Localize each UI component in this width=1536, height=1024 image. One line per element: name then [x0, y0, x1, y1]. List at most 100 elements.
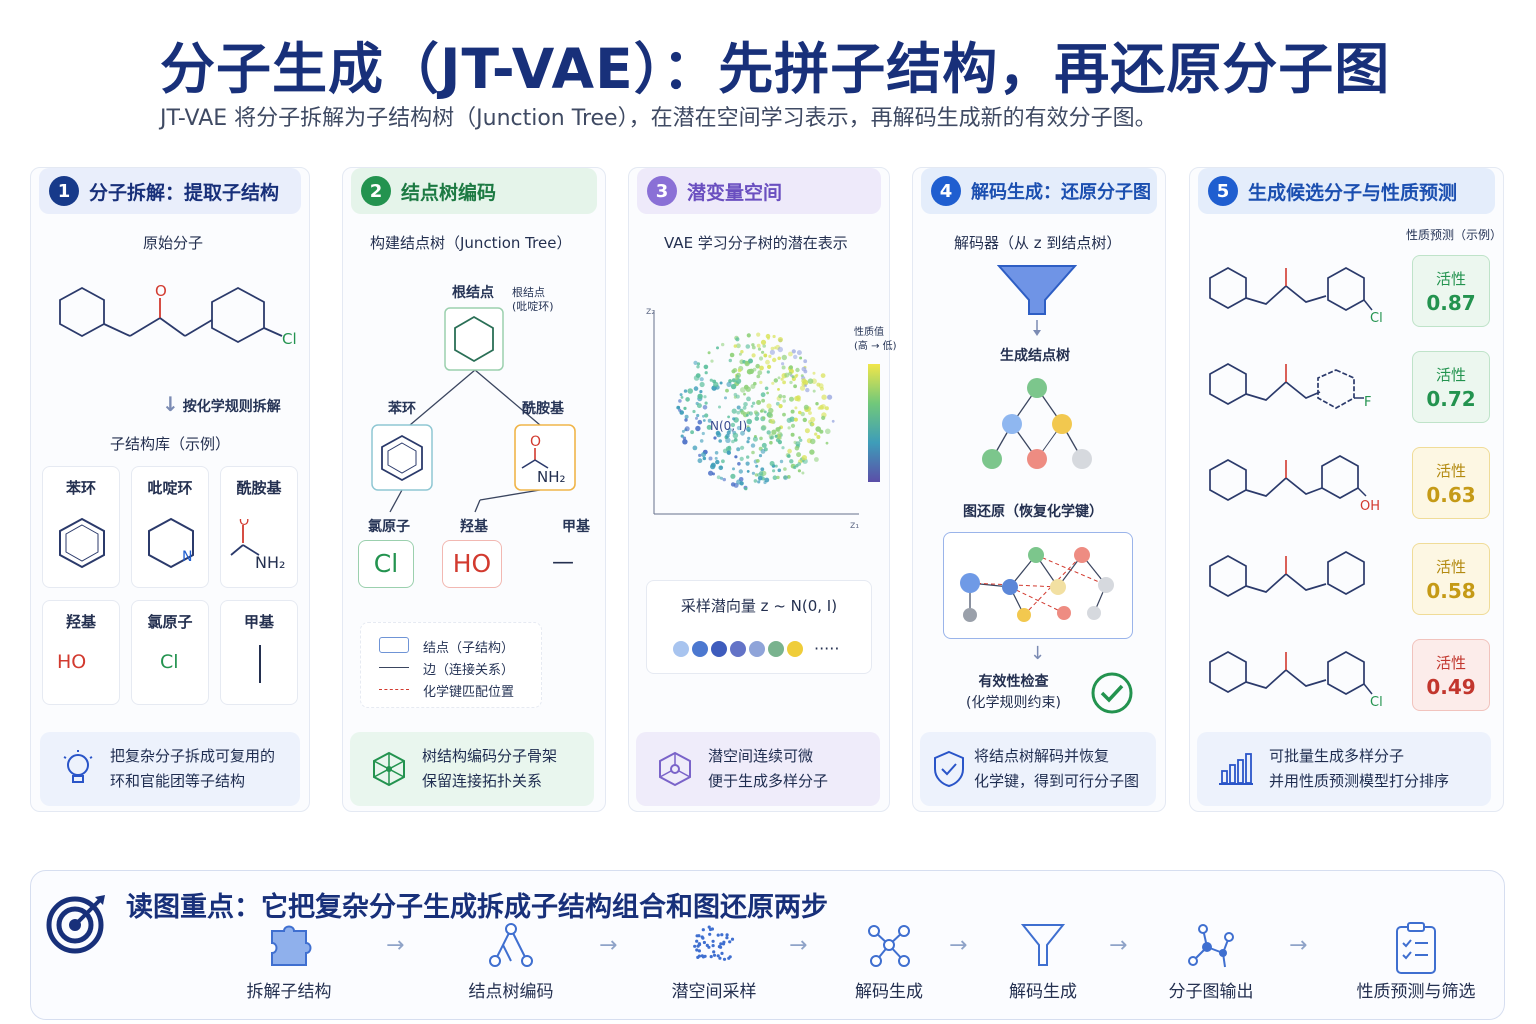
- latent-point: [761, 350, 765, 354]
- latent-point: [719, 381, 723, 385]
- latent-point: [736, 410, 740, 415]
- cloud-dot: [710, 927, 714, 931]
- latent-point: [692, 409, 696, 414]
- latent-point: [804, 384, 807, 388]
- latent-point: [746, 418, 752, 425]
- latent-point: [697, 458, 703, 464]
- latent-point: [796, 395, 801, 401]
- decoder-label: 解码器（从 z 到结点树）: [954, 234, 1122, 252]
- latent-point: [760, 339, 767, 345]
- latent-point: [801, 455, 807, 461]
- junction-tree-diagram: O NH₂: [371, 307, 576, 513]
- latent-point: [769, 440, 773, 445]
- summary-step-2: 结点树编码: [468, 982, 554, 1002]
- latent-point: [801, 471, 805, 475]
- latent-point: [759, 380, 763, 385]
- prediction-header: 性质预测（示例）: [1406, 228, 1503, 242]
- latent-point: [719, 476, 724, 480]
- step-number-3: 3: [647, 176, 677, 206]
- latent-point: [731, 439, 735, 444]
- latent-point: [746, 470, 750, 473]
- latent-point: [695, 425, 701, 432]
- cloud-dot: [696, 944, 700, 948]
- cloud-dot: [693, 944, 697, 948]
- cloud-dot: [708, 932, 712, 936]
- latent-point: [803, 359, 808, 364]
- cloud-dot: [709, 955, 713, 959]
- latent-point: [751, 450, 755, 455]
- molecule-icon: [868, 925, 910, 967]
- methyl-node-label: 甲基: [562, 519, 590, 535]
- step-number-1: 1: [49, 176, 79, 206]
- latent-point: [805, 387, 810, 393]
- latent-point: [744, 487, 748, 491]
- pyridine-icon: [148, 517, 194, 569]
- cloud-dot: [700, 935, 704, 939]
- cloud-dot: [711, 939, 715, 943]
- chlorine-text: Cl: [160, 651, 179, 673]
- latent-point: [782, 395, 786, 399]
- latent-point: [756, 332, 761, 337]
- distribution-center-label: N(0, I): [710, 419, 747, 433]
- cloud-dot: [716, 954, 720, 958]
- methyl-line: [259, 645, 261, 683]
- cloud-dot: [722, 957, 727, 961]
- latent-point: [714, 451, 719, 455]
- sampling-box: 采样潜向量 z ~ N(0, I) ·····: [646, 580, 872, 674]
- latent-point: [758, 356, 764, 361]
- latent-point: [819, 405, 824, 410]
- y-axis-label: z₂: [646, 306, 655, 317]
- latent-point: [764, 477, 770, 483]
- latent-point: [815, 402, 819, 406]
- latent-point: [790, 432, 795, 437]
- latent-point: [776, 475, 780, 480]
- latent-point: [757, 475, 763, 481]
- cloud-dot: [730, 937, 735, 941]
- latent-point: [754, 473, 759, 477]
- latent-point: [751, 353, 756, 358]
- summary-arrow-3: →: [789, 933, 808, 958]
- atom-o-label: O: [155, 282, 167, 300]
- puzzle-icon: [271, 925, 312, 966]
- latent-point: [714, 456, 718, 460]
- lightbulb-icon: [63, 750, 93, 783]
- latent-point: [693, 386, 699, 391]
- latent-point: [783, 467, 787, 471]
- latent-point: [777, 435, 782, 440]
- cloud-dot: [700, 954, 704, 958]
- cloud-dot: [697, 934, 701, 938]
- latent-point: [793, 384, 797, 389]
- latent-point: [772, 475, 778, 480]
- column-2-header: 2 结点树编码: [351, 168, 597, 214]
- legend-node-swatch: [379, 637, 409, 653]
- column-3-title: 潜变量空间: [687, 181, 783, 204]
- latent-point: [767, 364, 772, 369]
- latent-point: [682, 439, 688, 445]
- latent-point: [777, 431, 783, 437]
- chlorine-node: Cl: [358, 540, 414, 588]
- fragment-benzene: 苯环: [42, 466, 120, 588]
- latent-point: [718, 465, 724, 471]
- latent-point: [748, 358, 753, 364]
- latent-point: [679, 393, 683, 397]
- latent-point: [825, 441, 829, 445]
- amide-o-label: O: [530, 434, 541, 450]
- latent-point: [740, 445, 745, 450]
- latent-point: [775, 427, 780, 432]
- latent-point: [697, 419, 703, 425]
- latent-point: [745, 344, 751, 349]
- latent-point: [732, 467, 735, 471]
- latent-point: [769, 349, 775, 355]
- latent-point: [831, 419, 835, 423]
- step-number-4: 4: [931, 176, 961, 206]
- latent-point: [772, 469, 776, 473]
- summary-step-5: 解码生成: [1009, 982, 1077, 1002]
- benzene-node-label: 苯环: [388, 401, 416, 417]
- latent-point: [754, 416, 760, 421]
- latent-point: [766, 336, 770, 340]
- latent-point: [713, 436, 717, 440]
- original-molecule-icon: O Cl: [59, 282, 297, 348]
- latent-point: [782, 380, 786, 385]
- latent-point: [684, 418, 688, 422]
- latent-point: [736, 425, 741, 431]
